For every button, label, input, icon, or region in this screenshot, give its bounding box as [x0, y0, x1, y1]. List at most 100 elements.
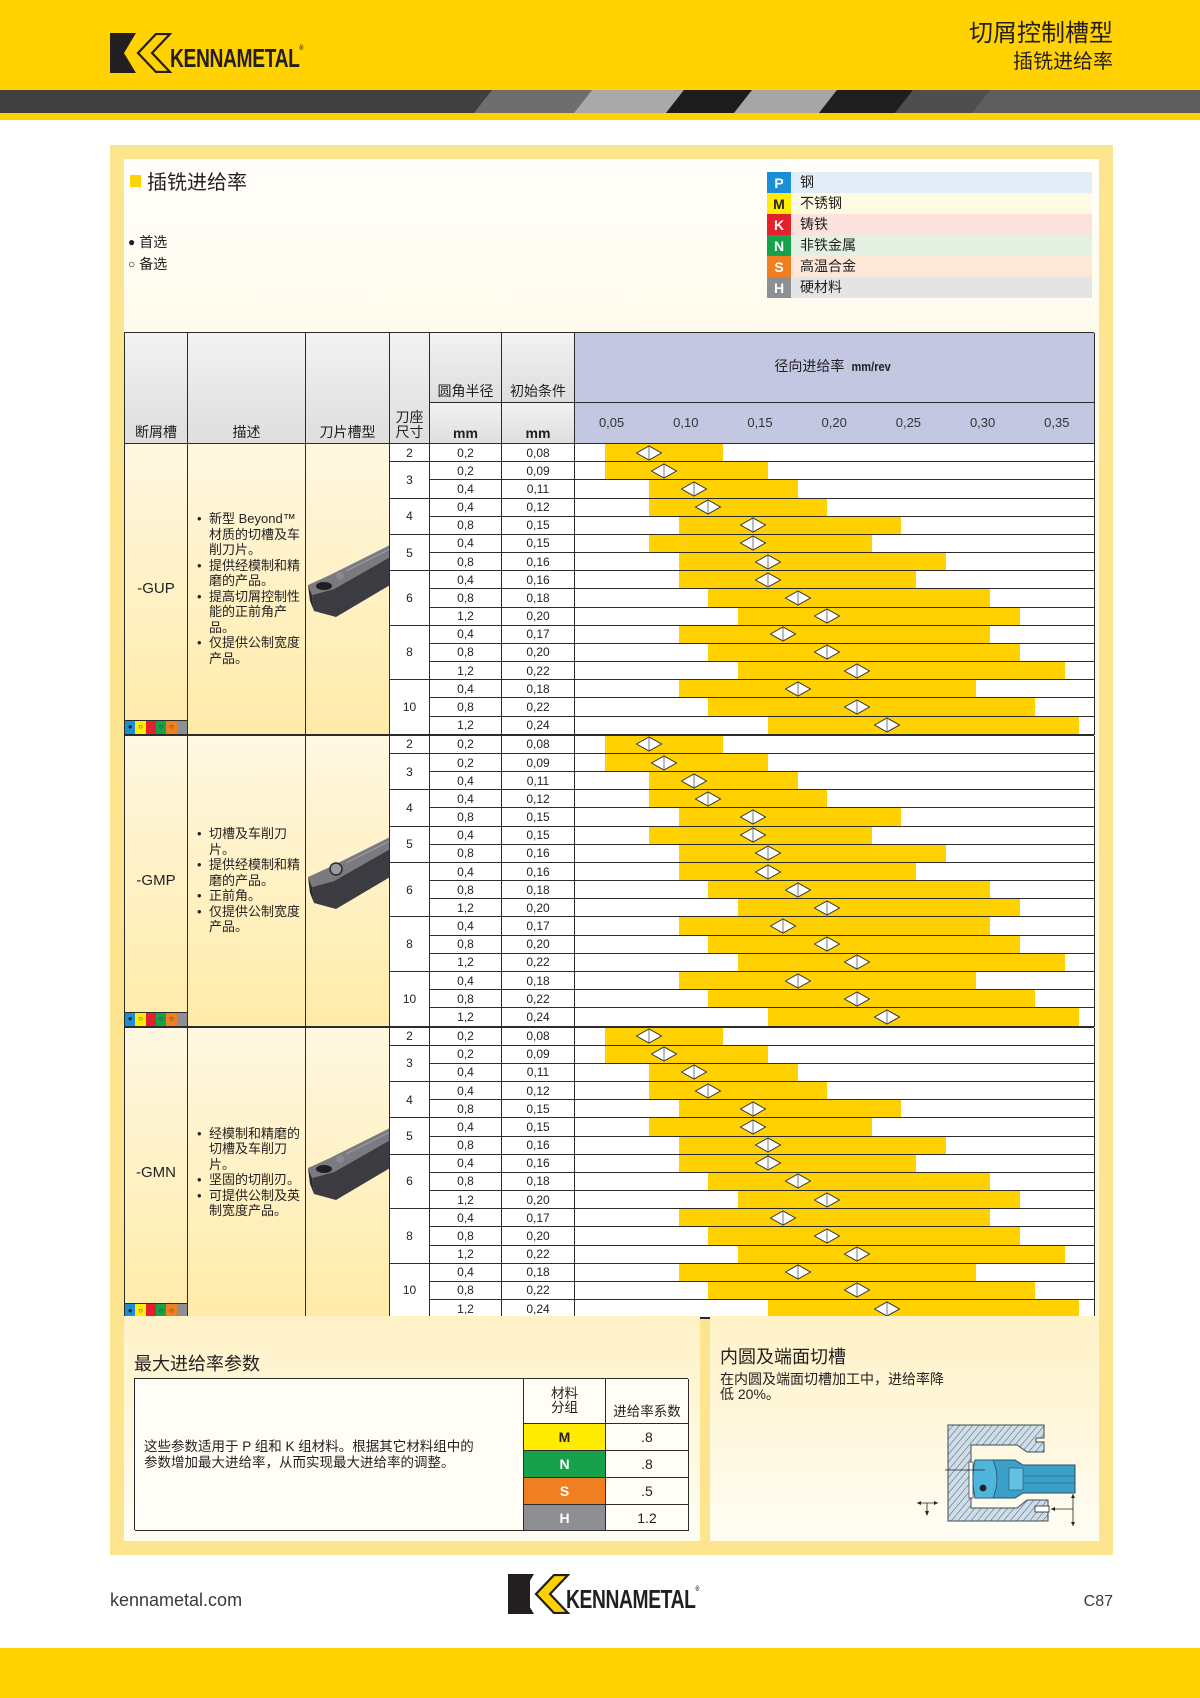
material-mark-h	[176, 1012, 187, 1026]
corner-radius-cell: 0,4	[430, 917, 502, 936]
initial-feed-cell: 0,18	[502, 971, 575, 991]
initial-feed-cell: 0,17	[502, 1209, 575, 1228]
insert-image-icon	[308, 837, 389, 909]
corner-radius-cell: 0,4	[430, 1209, 502, 1228]
internal-grooving-title: 内圆及端面切槽	[720, 1347, 846, 1367]
feed-range-cell	[575, 589, 1095, 608]
initial-feed-diamond-icon	[739, 535, 767, 552]
feed-range-cell	[575, 534, 1095, 554]
initial-feed-diamond-icon	[784, 1173, 812, 1190]
corner-radius-cell: 0,8	[430, 1100, 502, 1119]
feed-range-cell	[575, 607, 1095, 626]
feed-range-bar	[678, 808, 902, 826]
feed-range-bar	[708, 643, 1021, 662]
feed-range-bar	[708, 881, 991, 899]
initial-feed-cell: 0,17	[502, 917, 575, 936]
footer-brand-logo: KENNAMETAL®	[508, 1574, 746, 1614]
material-mark-m: ○	[135, 1304, 146, 1318]
initial-feed-cell: 0,12	[502, 1082, 575, 1101]
holder-size-cell: 2	[390, 1027, 430, 1046]
initial-feed-cell: 0,11	[502, 480, 575, 499]
initial-feed-cell: 0,22	[502, 1245, 575, 1264]
description-bullet: 正前角。	[197, 888, 301, 904]
feed-range-cell	[575, 698, 1095, 717]
corner-radius-cell: 1,2	[430, 899, 502, 918]
chipbreaker-group-gup: -GUP ●○○○ 新型 Beyond™ 材质的切槽及车削刀片。提供经模制和精磨…	[125, 444, 1095, 736]
material-mark-m: ○	[135, 720, 146, 734]
corner-radius-cell: 0,4	[430, 680, 502, 699]
feed-range-cell	[575, 498, 1095, 517]
initial-feed-diamond-icon	[754, 863, 782, 880]
description-bullet: 坚固的切削刃。	[197, 1172, 301, 1188]
description-bullet: 仅提供公制宽度产品。	[197, 635, 301, 666]
feed-range-bar	[604, 735, 724, 753]
initial-feed-diamond-icon	[680, 773, 708, 789]
initial-feed-diamond-icon	[813, 900, 841, 916]
feed-range-bar	[604, 753, 768, 772]
corner-radius-cell: 0,8	[430, 844, 502, 863]
initial-feed-cell: 0,22	[502, 990, 575, 1009]
initial-feed-cell: 0,16	[502, 1136, 575, 1155]
initial-feed-cell: 0,09	[502, 462, 575, 481]
feed-title: 径向进给率	[774, 357, 845, 374]
feed-range-bar	[604, 1027, 724, 1045]
chipbreaker-name: -GMN	[136, 1163, 176, 1181]
holder-size-cell: 6	[390, 1154, 430, 1210]
initial-feed-cell: 0,16	[502, 571, 575, 590]
feed-range-cell	[575, 1027, 1095, 1046]
internal-grooving-text: 在内圆及端面切槽加工中，进给率降 低 20%。	[720, 1371, 944, 1402]
feed-range-bar	[738, 1191, 1021, 1209]
holder-size-cell: 8	[390, 625, 430, 681]
feed-range-bar	[678, 1263, 976, 1281]
feed-range-bar	[678, 1136, 946, 1154]
holder-size-cell: 4	[390, 790, 430, 827]
website-link[interactable]: kennametal.com	[110, 1590, 243, 1610]
initial-feed-diamond-icon	[873, 1009, 901, 1025]
feed-range-cell	[575, 1172, 1095, 1192]
material-code-badge: S	[767, 256, 791, 277]
feed-range-cell	[575, 971, 1095, 991]
header-radius-unit: mm	[430, 403, 502, 444]
corner-radius-cell: 0,2	[430, 735, 502, 754]
feed-range-cell	[575, 1100, 1095, 1119]
holder-size-cell: 6	[390, 571, 430, 626]
initial-feed-cell: 0,20	[502, 1227, 575, 1246]
feed-range-cell	[575, 881, 1095, 900]
initial-feed-cell: 0,09	[502, 753, 575, 773]
corner-radius-cell: 0,8	[430, 516, 502, 535]
initial-feed-cell: 0,15	[502, 1118, 575, 1137]
feed-range-cell	[575, 680, 1095, 699]
description-list: 经模制和精磨的切槽及车削刀片。坚固的切削刃。可提供公制及英制宽度产品。	[197, 1126, 301, 1219]
holder-size-cell: 2	[390, 444, 430, 463]
key-label: 备选	[139, 256, 168, 272]
material-mark-p: ●	[125, 1012, 136, 1026]
description-bullet: 可提供公制及英制宽度产品。	[197, 1188, 301, 1219]
chipbreaker-cell: -GMN ●○○○	[125, 1027, 188, 1319]
chipbreaker-name: -GMP	[136, 872, 176, 890]
header-insert-geometry: 刀片槽型	[306, 333, 390, 444]
initial-feed-diamond-icon	[784, 681, 812, 697]
initial-feed-diamond-icon	[784, 590, 812, 606]
feed-range-cell	[575, 772, 1095, 791]
feed-range-bar	[604, 1045, 768, 1063]
material-mark-k	[145, 1304, 156, 1318]
axis-tick-label: 0,35	[1044, 415, 1070, 430]
feed-range-cell	[575, 480, 1095, 499]
feed-range-cell	[575, 753, 1095, 773]
feed-range-cell	[575, 862, 1095, 882]
initial-feed-cell: 0,20	[502, 1191, 575, 1210]
material-mark-n: ○	[155, 720, 167, 734]
initial-feed-diamond-icon	[813, 1192, 841, 1208]
header-initial-unit: mm	[502, 403, 575, 444]
feed-range-cell	[575, 1281, 1095, 1301]
corner-radius-cell: 0,8	[430, 698, 502, 717]
axis-tick-label: 0,30	[969, 415, 996, 430]
corner-radius-cell: 0,8	[430, 881, 502, 900]
feed-range-bar	[649, 772, 798, 790]
material-mark-s: ○	[166, 1304, 177, 1318]
feed-range-bar	[678, 680, 976, 698]
